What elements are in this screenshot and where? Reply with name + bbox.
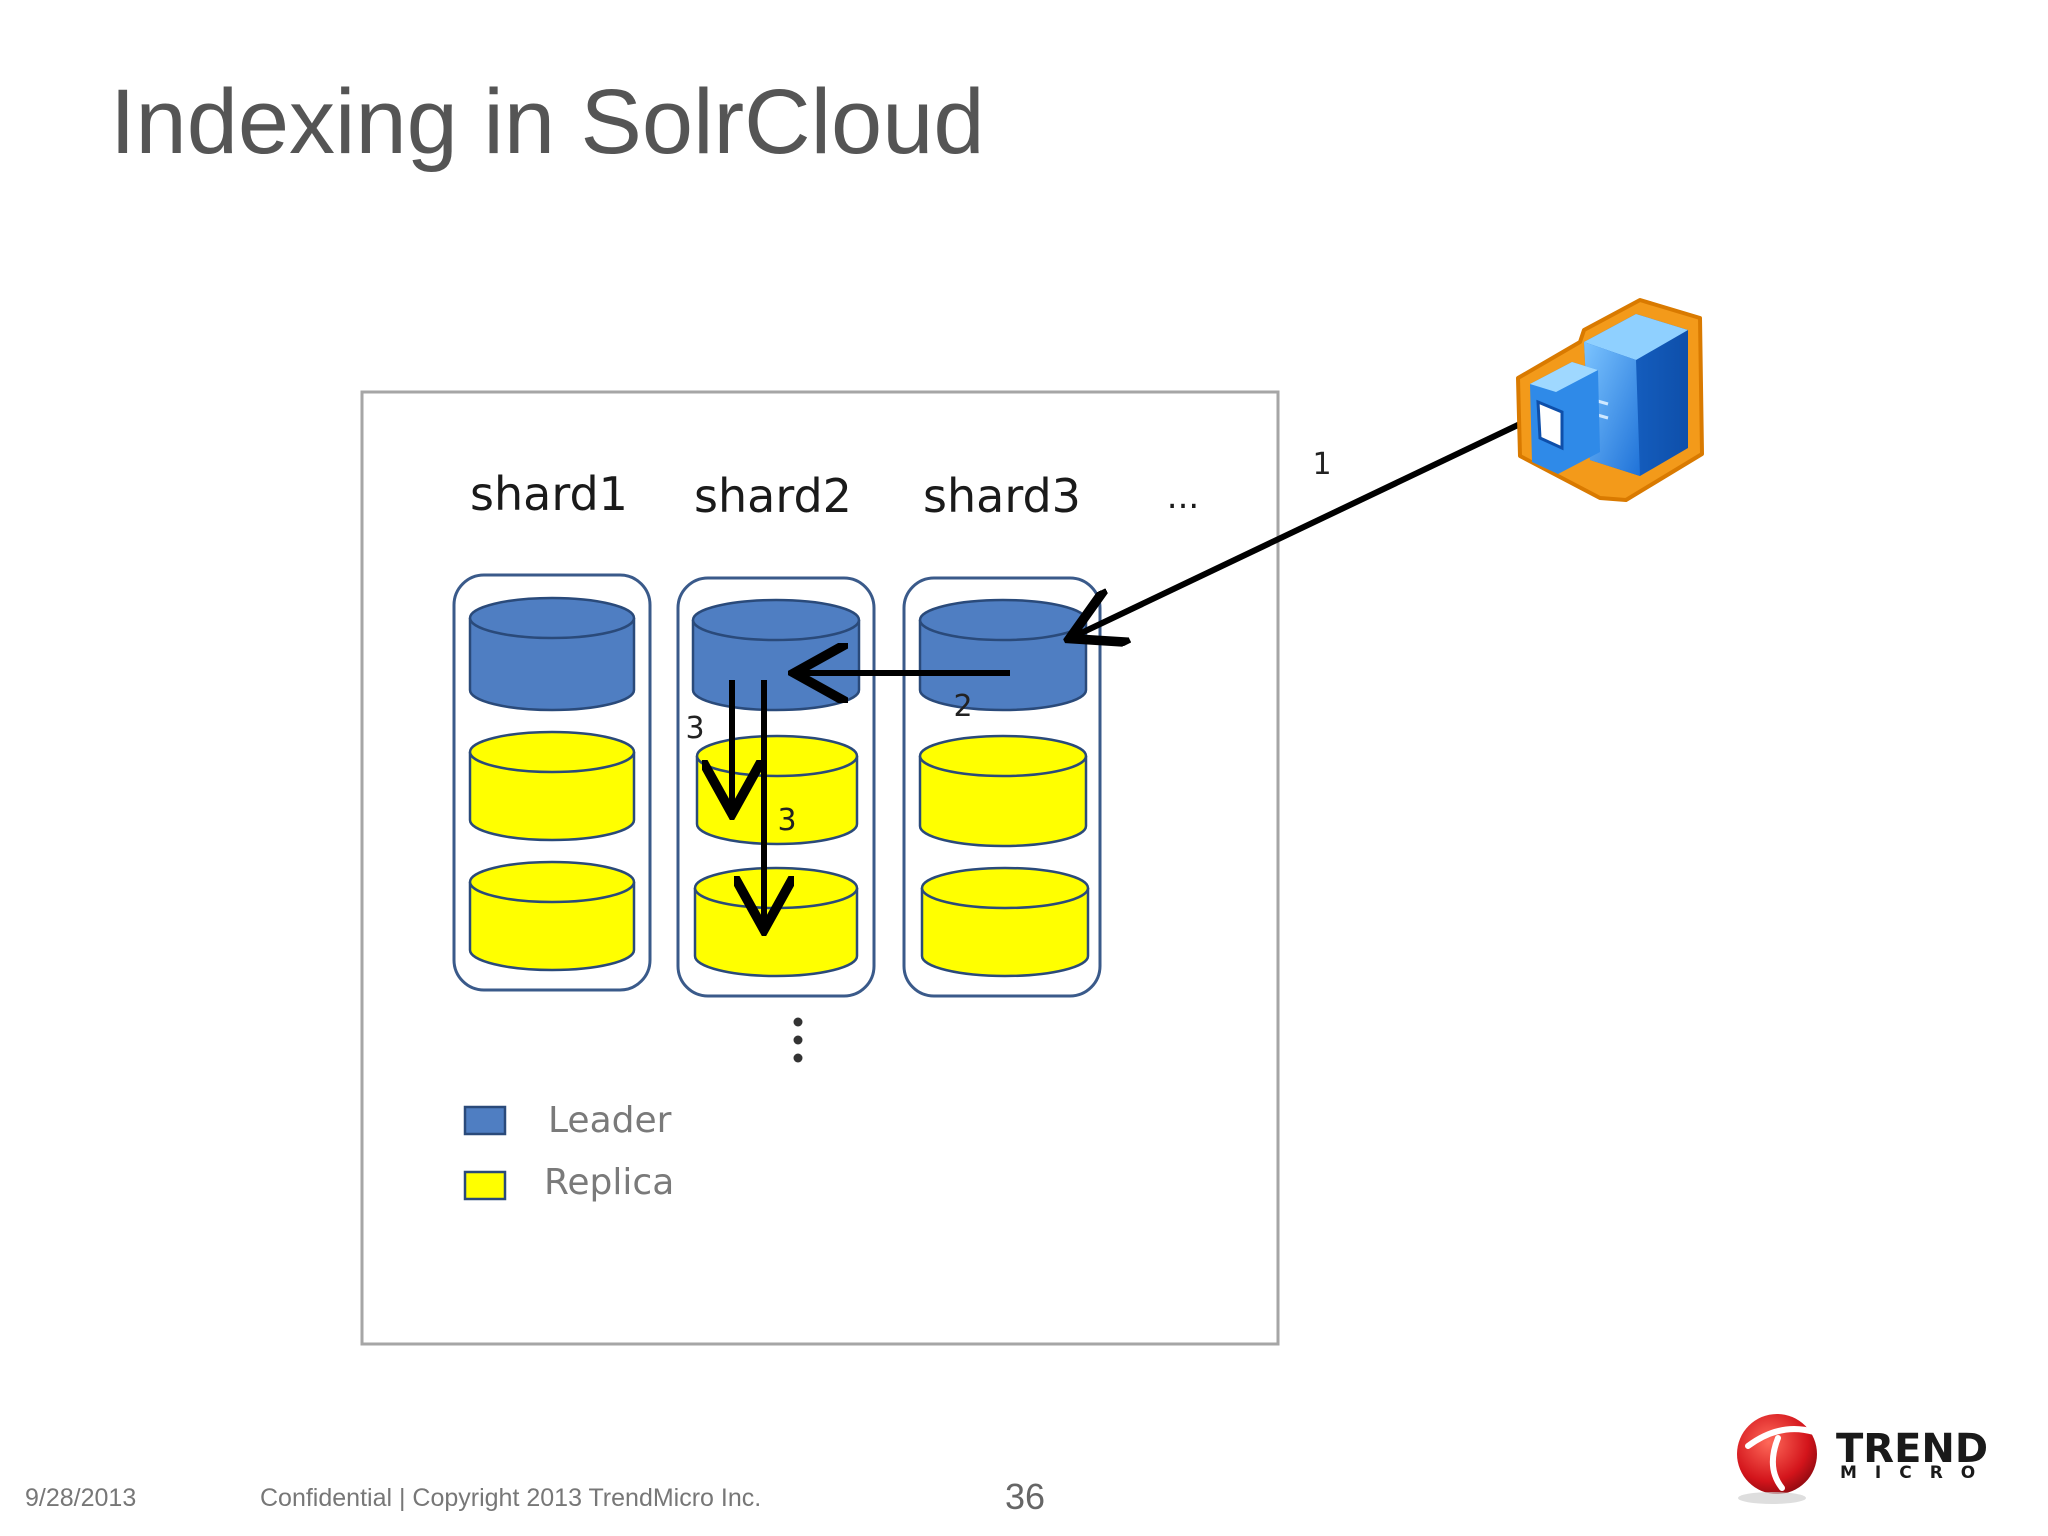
shard-label: shard2 [694,469,852,523]
footer-date: 9/28/2013 [25,1484,137,1512]
leader-node [918,598,1088,712]
logo-text-micro: MICRO [1840,1463,1993,1483]
slide-title: Indexing in SolrCloud [110,71,985,173]
shard-label: shard3 [923,469,1081,523]
more-replicas-ellipsis [793,1017,803,1063]
more-shards-ellipsis: ... [1167,477,1199,517]
arrow-step-1 [1075,421,1522,636]
leader-node [691,598,861,712]
replica-node [468,730,636,842]
step-label: 3 [777,803,796,838]
shard-group [452,573,652,992]
legend-replica-label: Replica [544,1162,674,1203]
leader-node [468,596,636,712]
step-label: 3 [685,711,704,746]
replica-node [918,734,1088,848]
legend: Leader Replica [463,1100,674,1203]
replica-node [920,866,1090,978]
logo-text-trend: TREND [1836,1426,1988,1472]
footer-copyright: Confidential | Copyright 2013 TrendMicro… [260,1484,762,1512]
step-label: 2 [953,689,972,724]
shard-group [676,576,876,998]
shard-label: shard1 [470,467,628,521]
step-label: 1 [1312,447,1331,482]
trend-micro-logo: TREND MICRO [1737,1414,1993,1504]
page-number: 36 [1005,1476,1046,1517]
shard-group [902,576,1102,998]
legend-replica-swatch [463,1170,507,1201]
legend-leader-swatch [463,1105,507,1136]
replica-node [468,860,636,972]
legend-leader-label: Leader [548,1100,672,1141]
server-computer-icon [1516,298,1704,502]
replica-node [693,866,859,978]
